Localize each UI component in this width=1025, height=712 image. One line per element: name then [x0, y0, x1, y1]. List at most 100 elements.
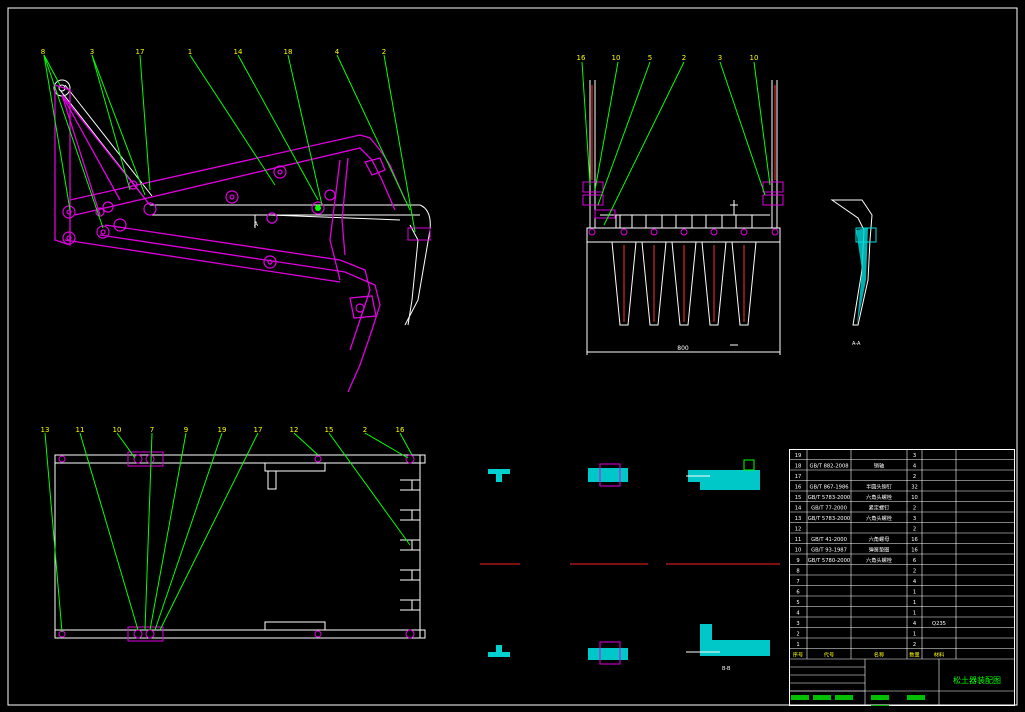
bom-row-no: 9: [796, 558, 799, 564]
bom-row-no: 12: [795, 527, 802, 533]
bom-row-no: 19: [795, 453, 802, 459]
balloon-top-9: 15: [325, 426, 334, 434]
bom-row-no: 13: [795, 516, 802, 522]
bom-row-code: GB/T 867-1986: [809, 485, 848, 491]
bom-header-cell: 材料: [934, 651, 944, 659]
bom-row-qty: 1: [913, 600, 916, 606]
detail-view-label: B-B: [722, 666, 731, 672]
bom-row-no: 3: [796, 621, 799, 627]
balloon-side-3: 17: [136, 48, 145, 56]
balloon-side-5: 14: [234, 48, 243, 56]
bom-row-no: 15: [795, 495, 802, 501]
balloon-top-5: 9: [184, 426, 188, 434]
bom-row-code: GB/T 5783-2000: [808, 516, 850, 522]
balloon-front-1: 16: [577, 54, 586, 62]
bom-row-qty: 4: [913, 621, 917, 627]
title-block-stamp: [813, 695, 831, 700]
bom-header-cell: 代号: [824, 651, 834, 659]
title-block-stamp: [791, 695, 809, 700]
bom-row-name: 销轴: [874, 462, 884, 470]
balloon-side-4: 1: [188, 48, 192, 56]
bom-header-cell: 序号: [793, 651, 803, 659]
bom-row-qty: 1: [913, 632, 916, 638]
side-view: 8 3 17 1 14 18 4 2 A: [41, 48, 431, 393]
balloon-top-6: 19: [218, 426, 227, 434]
balloon-top-7: 17: [254, 426, 263, 434]
bom-row-qty: 1: [913, 611, 916, 617]
bom-row-qty: 4: [913, 579, 917, 585]
balloon-front-3: 5: [648, 54, 652, 62]
bom-row-qty: 16: [911, 548, 918, 554]
front-view: 16 10 5 2 3 10 800 A-A: [577, 54, 877, 355]
bom-row-no: 11: [795, 537, 802, 543]
bom-row-code: GB/T 41-2000: [811, 537, 847, 543]
section-mark-a: A: [254, 221, 259, 228]
bom-row-code: GB/T 77-2000: [811, 506, 847, 512]
bom-row-no: 7: [796, 579, 799, 585]
title-block-stamp: [907, 695, 925, 700]
bom-row-qty: 2: [913, 527, 916, 533]
bom-row-material: Q235: [932, 621, 946, 627]
bom-row-qty: 2: [913, 506, 916, 512]
bom-row-name: 六角头螺栓: [866, 514, 893, 522]
bom-row-name: 紧定螺钉: [869, 504, 890, 512]
bom-row-name: 半圆头铆钉: [866, 483, 892, 491]
bom-border: [789, 449, 1015, 706]
bom-row-no: 4: [796, 611, 800, 617]
bom-row-no: 8: [796, 569, 799, 575]
balloon-front-4: 2: [682, 54, 686, 62]
balloon-side-1: 8: [41, 48, 45, 56]
balloon-top-8: 12: [290, 426, 299, 434]
balloon-side-8: 2: [382, 48, 386, 56]
bom-row-code: GB/T 5780-2000: [808, 558, 850, 564]
bom-header-cell: 名称: [874, 651, 884, 659]
balloon-top-11: 16: [396, 426, 405, 434]
balloon-side-2: 3: [90, 48, 94, 56]
bom-row-code: GB/T 93-1987: [811, 548, 847, 554]
bom-row-qty: 1: [913, 590, 916, 596]
balloon-front-5: 3: [718, 54, 722, 62]
balloon-side-7: 4: [335, 48, 340, 56]
title-block-stamp: [871, 695, 889, 700]
bom-row-qty: 2: [913, 569, 916, 575]
balloon-top-4: 7: [150, 426, 154, 434]
drawing-title: 松土器装配图: [953, 675, 1001, 685]
overall-dimension: 800: [677, 345, 689, 352]
bom-row-qty: 10: [911, 495, 918, 501]
bom-row-name: 六角螺母: [869, 535, 890, 543]
bom-row-name: 六角头螺栓: [866, 493, 893, 501]
bom-row-no: 1: [796, 642, 799, 648]
bom-row-name: 弹簧垫圈: [869, 546, 890, 554]
title-block-stamp: [835, 695, 853, 700]
balloon-top-3: 10: [113, 426, 122, 434]
bom-row-no: 18: [795, 464, 802, 470]
bom-row-code: GB/T 882-2008: [809, 464, 848, 470]
bom-row-no: 17: [795, 474, 802, 480]
balloon-top-2: 11: [76, 426, 85, 434]
bom-row-qty: 6: [913, 558, 916, 564]
bom-row-no: 6: [796, 590, 799, 596]
bom-row-qty: 2: [913, 474, 916, 480]
title-block-stamp: [871, 705, 889, 706]
bom-row-no: 14: [795, 506, 802, 512]
balloon-front-2: 10: [612, 54, 621, 62]
bom-row-no: 16: [795, 485, 802, 491]
bom-row-qty: 32: [911, 485, 918, 491]
bom-header-cell: 数量: [909, 651, 919, 659]
section-view-label: A-A: [852, 341, 861, 347]
top-view: 13 11 10 7 9 19 17 12 15 2 16: [41, 426, 426, 642]
bom-row-qty: 16: [911, 537, 918, 543]
bom-row-qty: 4: [913, 464, 917, 470]
balloon-side-6: 18: [284, 48, 293, 56]
bom-row-qty: 3: [913, 516, 916, 522]
sheet-border: [7, 7, 1018, 706]
bom-row-code: GB/T 5783-2000: [808, 495, 850, 501]
detail-views: B-B: [480, 459, 780, 672]
bom-row-qty: 3: [913, 453, 916, 459]
balloon-top-1: 13: [41, 426, 50, 434]
bom-row-no: 10: [795, 548, 802, 554]
bom-row-no: 5: [796, 600, 799, 606]
bom-row-no: 2: [796, 632, 799, 638]
